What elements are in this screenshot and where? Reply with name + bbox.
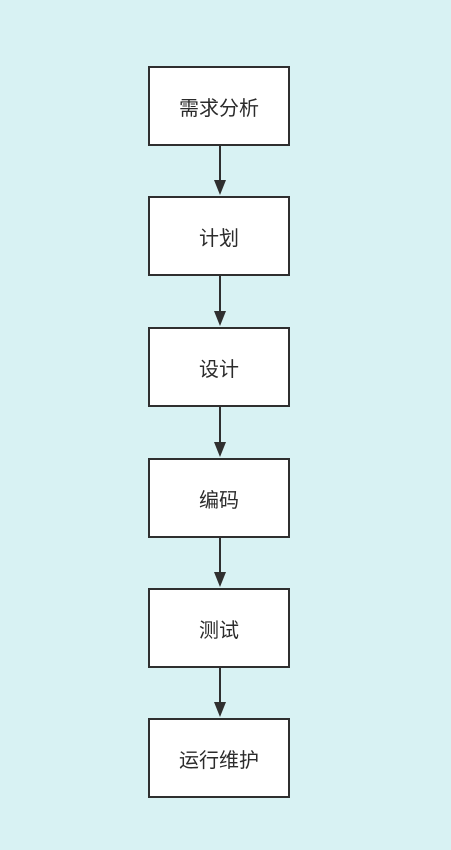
step-label: 需求分析 [179, 95, 259, 120]
step-box-requirements-analysis: 需求分析 [148, 66, 290, 146]
step-label: 计划 [199, 225, 239, 250]
step-box-testing: 测试 [148, 588, 290, 668]
flow-arrow [214, 538, 226, 587]
step-label: 设计 [199, 356, 239, 381]
arrow-head [214, 572, 226, 587]
arrow-head [214, 180, 226, 195]
step-label: 编码 [199, 487, 239, 512]
arrow-head [214, 442, 226, 457]
flow-arrow [214, 668, 226, 717]
arrow-head [214, 702, 226, 717]
step-label: 运行维护 [179, 747, 259, 772]
step-box-operation-maintenance: 运行维护 [148, 718, 290, 798]
flow-arrow [214, 276, 226, 326]
flow-arrow [214, 407, 226, 457]
step-box-design: 设计 [148, 327, 290, 407]
step-label: 测试 [199, 617, 239, 642]
step-box-planning: 计划 [148, 196, 290, 276]
arrow-head [214, 311, 226, 326]
flow-arrow [214, 146, 226, 195]
step-box-coding: 编码 [148, 458, 290, 538]
